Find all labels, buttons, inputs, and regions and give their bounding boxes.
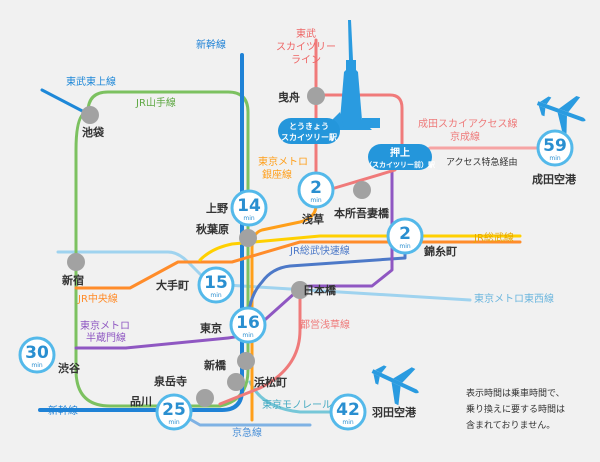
station-dot-shimbashi — [237, 352, 255, 370]
oshiage-station: 押上 （スカイツリー前）駅 — [365, 144, 436, 170]
line-label-access-1: 成田スカイアクセス線 — [418, 117, 518, 130]
line-label-skytree-3: ライン — [291, 54, 321, 66]
station-label-shinjuku: 新宿 — [62, 273, 84, 287]
asakusa-line — [218, 288, 302, 406]
station-label-shinagawa: 品川 — [130, 395, 152, 408]
svg-text:含まれておりません。: 含まれておりません。 — [466, 419, 555, 431]
station-label-honjo: 本所吾妻橋 — [334, 206, 390, 220]
svg-text:min: min — [243, 215, 255, 222]
station-dot-honjo — [353, 181, 371, 199]
station-label-shibuya: 渋谷 — [58, 361, 81, 375]
line-label-sobu-rapid: JR総武快速線 — [289, 244, 350, 257]
line-label-monorail: 東京モノレール — [262, 398, 332, 411]
station-label-hamamatsucho: 浜松町 — [254, 375, 287, 389]
time-circles: 14 min 2 min 2 min 15 min 16 min 30 min — [18, 129, 574, 431]
station-label-ueno: 上野 — [206, 201, 228, 215]
time-circle-narita: 59 min — [536, 129, 574, 167]
skytree-line-branch — [326, 168, 397, 192]
station-label-sengakuji: 泉岳寺 — [153, 374, 187, 388]
line-label-hanzomon-2: 半蔵門線 — [86, 331, 126, 344]
svg-text:乗り換えに要する時間は: 乗り換えに要する時間は — [466, 403, 565, 415]
time-circle-shibuya: 30 min — [18, 336, 56, 374]
svg-text:押上: 押上 — [390, 146, 410, 159]
time-circle-tokyo: 16 min — [229, 306, 267, 344]
svg-text:min: min — [399, 243, 411, 250]
line-label-yamanote: JR山手線 — [135, 96, 176, 109]
station-dot-akihabara — [239, 229, 257, 247]
station-dot-ikebukuro — [81, 106, 99, 124]
line-label-access-2: 京成線 — [450, 130, 480, 143]
time-circle-shinagawa: 25 min — [155, 393, 193, 431]
svg-text:42: 42 — [336, 400, 360, 420]
chuo-line — [74, 240, 522, 290]
svg-text:min: min — [210, 292, 222, 299]
line-label-hanzomon-1: 東京メトロ — [80, 319, 130, 332]
station-label-shimbashi: 新橋 — [204, 358, 227, 372]
svg-text:スカイツリー駅: スカイツリー駅 — [281, 133, 338, 142]
svg-text:2: 2 — [310, 178, 322, 198]
time-circle-kinshicho: 2 min — [386, 217, 424, 255]
station-dot-hamamatsucho — [227, 373, 245, 391]
line-label-ginza-1: 東京メトロ — [258, 155, 308, 168]
line-label-skytree-1: 東武 — [296, 27, 316, 40]
svg-text:min: min — [310, 197, 322, 204]
station-label-ikebukuro: 池袋 — [82, 125, 105, 139]
airplane-icon — [371, 365, 419, 406]
svg-text:表示時間は乗車時間で、: 表示時間は乗車時間で、 — [466, 387, 565, 399]
shinkansen-line — [38, 53, 244, 412]
tokyo-skytree-station: とうきょう スカイツリー駅 — [278, 118, 340, 144]
line-label-keikyu: 京急線 — [232, 426, 262, 439]
line-label-shinkansen-bottom: 新幹線 — [48, 404, 78, 417]
station-label-nihonbashi: 日本橋 — [303, 283, 337, 297]
line-label-ginza-2: 銀座線 — [262, 168, 292, 181]
svg-text:とうきょう: とうきょう — [289, 122, 329, 131]
line-label-asakusa: 都営浅草線 — [300, 318, 350, 331]
svg-text:min: min — [342, 419, 354, 426]
station-label-akihabara: 秋葉原 — [196, 222, 229, 236]
station-label-narita: 成田空港 — [532, 172, 577, 186]
svg-text:15: 15 — [204, 273, 228, 293]
station-dot-sengakuji — [196, 389, 214, 407]
station-dot-shinjuku — [67, 253, 85, 271]
line-label-tozai: 東京メトロ東西線 — [474, 292, 554, 305]
svg-text:min: min — [549, 155, 561, 162]
line-label-chuo: JR中央線 — [77, 292, 118, 305]
svg-text:min: min — [31, 362, 43, 369]
time-circle-asakusa: 2 min — [297, 171, 335, 209]
time-circle-otemachi: 15 min — [197, 266, 235, 304]
station-label-kinshicho: 錦糸町 — [424, 244, 457, 258]
skytree-line-east — [314, 93, 404, 167]
access-express-label: アクセス特急経由 — [446, 156, 518, 168]
station-dots — [67, 87, 371, 407]
svg-text:（スカイツリー前）駅: （スカイツリー前）駅 — [365, 160, 436, 169]
station-label-asakusa: 浅草 — [302, 212, 324, 226]
line-label-sobu-local: JR総武線 — [473, 231, 514, 244]
svg-text:14: 14 — [237, 196, 261, 216]
time-circle-ueno: 14 min — [230, 189, 268, 227]
footnote: 表示時間は乗車時間で、 乗り換えに要する時間は 含まれておりません。 — [466, 387, 565, 431]
station-dot-nihonbashi — [291, 281, 309, 299]
svg-text:25: 25 — [162, 400, 186, 420]
airplane-icon — [536, 95, 586, 135]
line-label-tobu-tojo: 東武東上線 — [66, 75, 116, 88]
sobu-rapid-line — [246, 228, 407, 320]
tobu-tojo-line — [40, 88, 92, 117]
svg-text:2: 2 — [399, 224, 411, 244]
svg-text:min: min — [242, 332, 254, 339]
station-dot-hikifune — [307, 87, 325, 105]
station-label-otemachi: 大手町 — [156, 278, 189, 292]
line-label-skytree-2: スカイツリー — [276, 41, 336, 53]
time-circle-haneda: 42 min — [329, 393, 367, 431]
station-label-hikifune: 曳舟 — [278, 90, 300, 104]
svg-text:16: 16 — [236, 313, 260, 333]
station-label-tokyo: 東京 — [200, 321, 222, 335]
svg-text:30: 30 — [25, 343, 49, 363]
svg-text:59: 59 — [543, 136, 567, 156]
sobu-local-line — [198, 234, 522, 262]
line-label-shinkansen-top: 新幹線 — [196, 38, 226, 51]
svg-text:min: min — [168, 419, 180, 426]
station-label-haneda: 羽田空港 — [372, 405, 417, 419]
